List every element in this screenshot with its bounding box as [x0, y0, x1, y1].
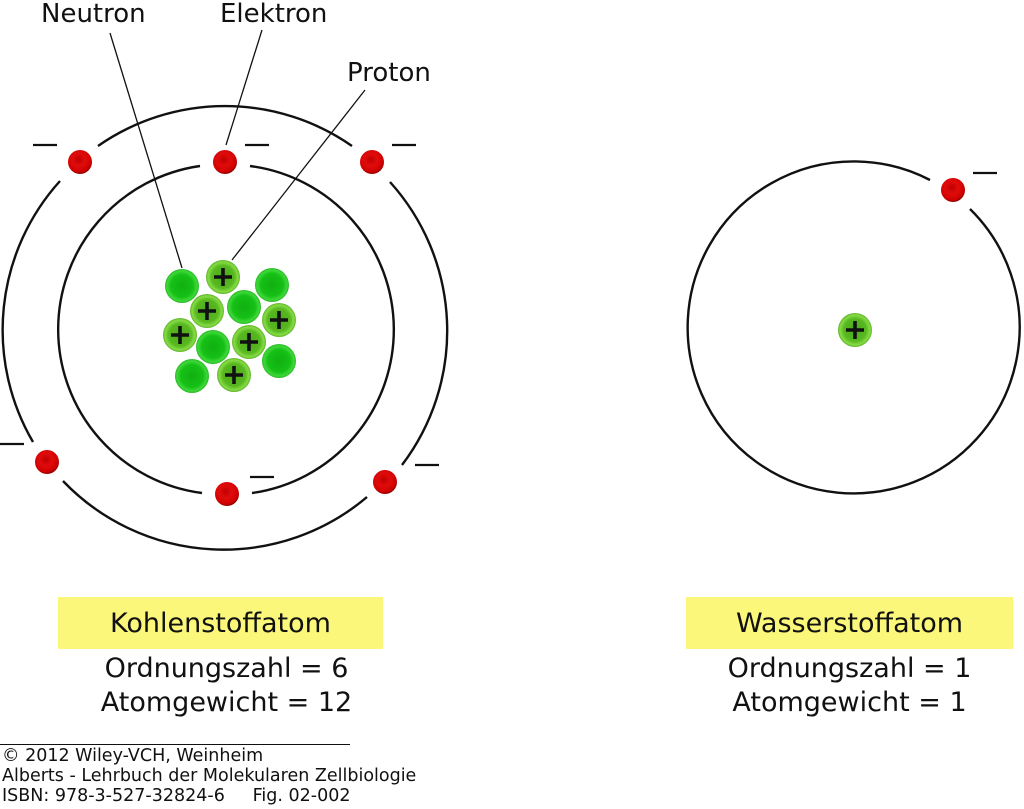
carbon-title: Kohlenstoffatom [58, 597, 383, 649]
neutron-particle [262, 344, 296, 378]
carbon-nucleus [161, 258, 298, 394]
credit-copyright: © 2012 Wiley-VCH, Weinheim [2, 746, 264, 766]
hydrogen-atomic-weight: Atomgewicht = 1 [732, 687, 967, 718]
hydrogen-stats: Ordnungszahl = 1 Atomgewicht = 1 [686, 652, 1013, 720]
proton-particle [188, 292, 226, 330]
carbon-atom [0, 29, 449, 551]
proton-particle [260, 301, 298, 339]
carbon-atomic-number: Ordnungszahl = 6 [104, 653, 349, 684]
hydrogen-atomic-number: Ordnungszahl = 1 [727, 653, 972, 684]
proton-particle [230, 323, 268, 361]
carbon-atomic-weight: Atomgewicht = 12 [100, 687, 353, 718]
electron-outer-top-right [360, 150, 384, 174]
hydrogen-proton [836, 311, 874, 349]
proton-label: Proton [347, 58, 431, 88]
electron-outer-bottom-left [35, 450, 59, 474]
hydrogen-electron [941, 178, 965, 202]
electron-outer-bottom-right [373, 470, 397, 494]
electron-pointer-line [225, 29, 263, 146]
neutron-label: Neutron [41, 0, 146, 29]
hydrogen-atom [686, 160, 1021, 495]
neutron-particle [196, 330, 230, 364]
hydrogen-shell [686, 160, 1021, 495]
hydrogen-title: Wasserstoffatom [686, 597, 1013, 649]
carbon-inner-shell [57, 164, 395, 495]
carbon-outer-shell [1, 104, 449, 551]
electron-outer-top-left [68, 150, 92, 174]
electron-inner-bottom [215, 482, 239, 506]
proton-pointer-line [231, 89, 366, 261]
credit-book: Alberts - Lehrbuch der Molekularen Zellb… [2, 766, 417, 786]
hydrogen-title-text: Wasserstoffatom [735, 607, 964, 639]
electron-charge-marks [0, 143, 439, 479]
credit-block: © 2012 Wiley-VCH, Weinheim Alberts - Leh… [2, 746, 416, 806]
electron-inner-top [213, 150, 237, 174]
neutron-particle [227, 290, 261, 324]
proton-particle [204, 258, 242, 296]
credit-divider [0, 744, 350, 745]
carbon-title-text: Kohlenstoffatom [110, 607, 331, 639]
neutron-pointer-line [109, 32, 183, 269]
proton-particle [161, 316, 199, 354]
carbon-stats: Ordnungszahl = 6 Atomgewicht = 12 [58, 652, 395, 720]
neutron-particle [175, 359, 209, 393]
credit-isbn-figure: ISBN: 978-3-527-32824-6 Fig. 02-002 [2, 786, 351, 806]
proton-particle [215, 356, 253, 394]
neutron-particle [165, 269, 199, 303]
electron-label: Elektron [220, 0, 328, 29]
neutron-particle [255, 268, 289, 302]
